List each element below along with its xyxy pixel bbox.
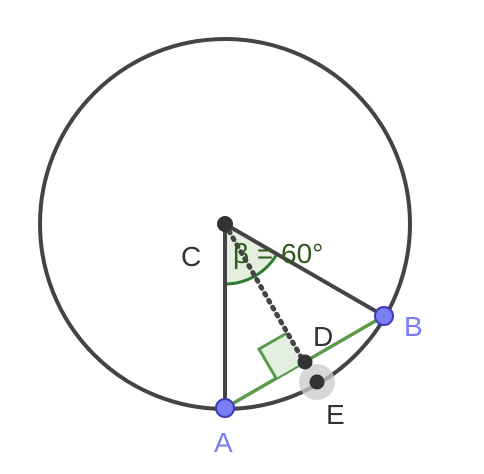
label-e: E — [326, 399, 345, 430]
point-e[interactable] — [309, 374, 325, 390]
segment-cd-dotted[interactable] — [222, 221, 307, 365]
right-angle-marker-outline — [256, 331, 288, 379]
angle-beta-label: β = 60° — [233, 238, 323, 269]
label-d: D — [313, 321, 333, 352]
point-b[interactable] — [374, 306, 394, 326]
point-d[interactable] — [297, 354, 313, 370]
label-b: B — [404, 311, 423, 342]
point-a[interactable] — [215, 398, 235, 418]
label-c: C — [181, 241, 201, 272]
segment-cb[interactable] — [223, 222, 386, 318]
label-a: A — [214, 427, 233, 458]
right-angle-marker — [259, 333, 304, 378]
point-c[interactable] — [217, 216, 233, 232]
